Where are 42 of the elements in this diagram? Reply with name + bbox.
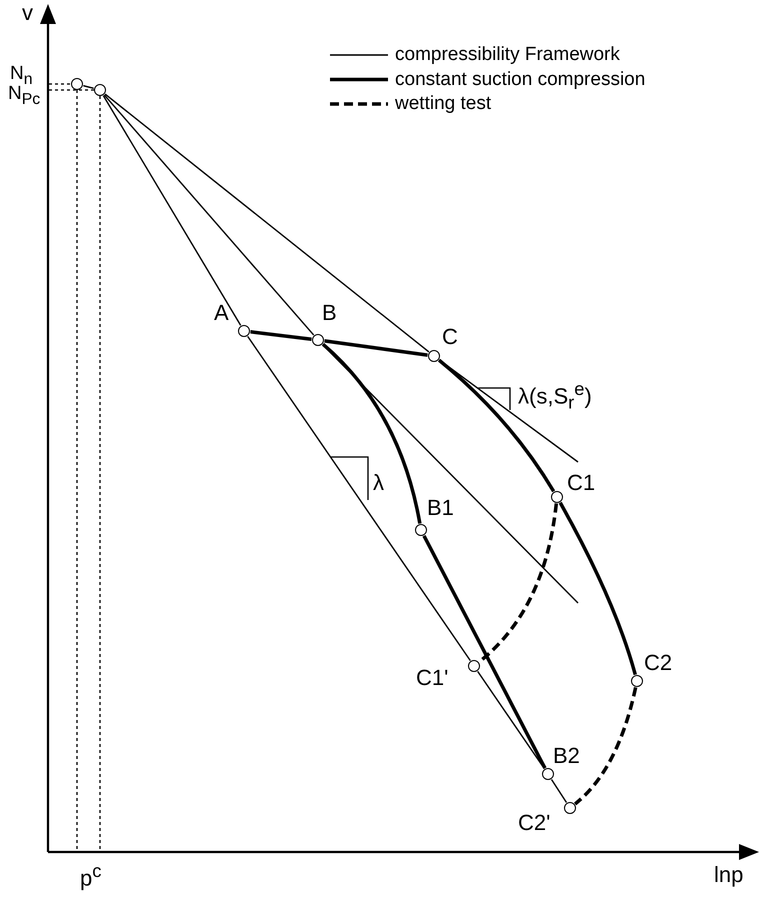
thick-curve [322,342,422,524]
point-label: C2' [518,812,550,834]
point-label: A [214,302,229,324]
axis-label: lnp [714,864,744,886]
line [83,84,94,90]
point-marker [94,84,106,96]
point-marker [550,490,563,503]
axis-label: v [22,2,33,24]
slope-label: λ(s,S$_{r}$$^{e}$) [518,380,592,412]
point-marker [70,78,83,90]
point-label: C [442,326,458,348]
point-marker [564,802,576,814]
point-label: C1' [416,667,448,689]
thick-curve [558,502,637,676]
legend-text: compressibility Framework [395,45,620,64]
thick-curve [324,339,428,357]
thick-curve [422,534,547,770]
point-label: C2 [644,652,672,674]
point-label: B1 [427,497,454,519]
point-marker [630,674,643,687]
point-marker [414,524,427,536]
legend-text: constant suction compression [395,70,646,88]
line [247,336,471,662]
point-label: B2 [553,745,580,767]
line [102,95,242,326]
axis-value-label: p$^{c}$ [80,862,102,890]
dashed-curve [574,686,638,806]
legend-text: wetting test [395,94,492,113]
point-label: C1 [567,472,596,494]
line [550,779,568,803]
point-marker [542,768,554,780]
line [104,94,314,336]
axis-value-label: N$_{Pc}$ [8,84,40,108]
point-marker [468,660,480,672]
thick-curve [438,358,556,492]
point-marker [312,334,324,346]
point-marker [428,350,440,362]
point-marker [238,324,250,337]
slope-label: λ [373,472,384,494]
point-label: B [322,302,337,324]
thick-curve [250,330,312,341]
line [104,94,430,352]
